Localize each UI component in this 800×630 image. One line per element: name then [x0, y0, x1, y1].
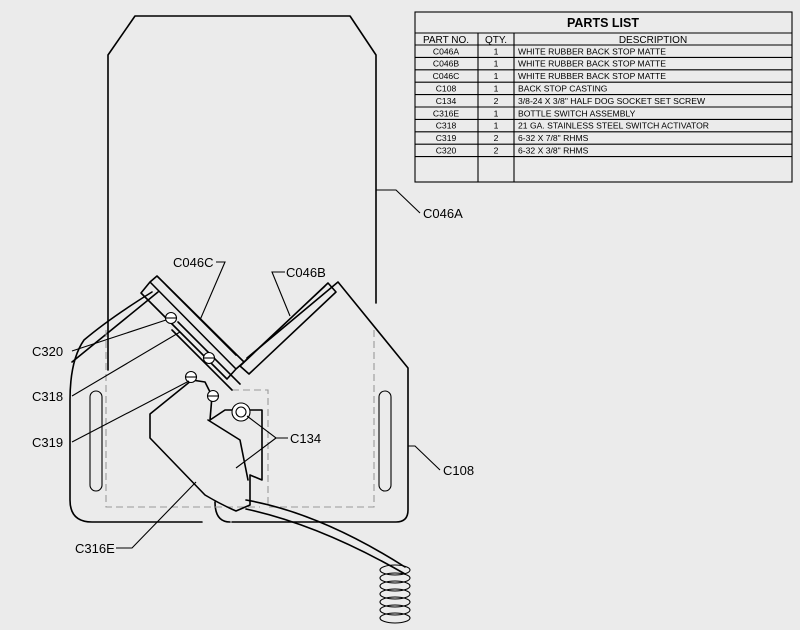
callout-c134: C134 [290, 431, 321, 446]
cell-description: 6-32 X 7/8" RHMS [518, 133, 589, 143]
cell-qty: 1 [494, 121, 499, 131]
leader-c046c [199, 261, 226, 321]
set-screw-c134 [231, 402, 251, 422]
screw-c320-upper [164, 311, 178, 325]
cell-part-no: C316E [433, 108, 460, 118]
casting-right-slot [378, 390, 392, 492]
rubber-block-right [239, 282, 337, 375]
cell-qty: 2 [494, 146, 499, 156]
callout-c046b: C046B [286, 265, 326, 280]
callout-c046a: C046A [423, 206, 463, 221]
parts-list-title: PARTS LIST [567, 16, 639, 30]
header-qty: QTY. [485, 35, 507, 46]
cell-qty: 1 [494, 84, 499, 94]
leader-c134 [235, 415, 288, 469]
rubber-block-left [140, 275, 245, 380]
cell-part-no: C319 [436, 133, 457, 143]
leader-c319 [71, 380, 190, 443]
cell-description: WHITE RUBBER BACK STOP MATTE [518, 71, 666, 81]
screw-c319-upper [184, 370, 198, 384]
leader-c320 [71, 319, 167, 352]
header-part-no: PART NO. [423, 35, 469, 46]
leader-c108 [408, 445, 441, 471]
back-stop-casting-outline [71, 281, 409, 523]
cell-description: 21 GA. STAINLESS STEEL SWITCH ACTIVATOR [518, 121, 709, 131]
back-stop-matte-outline [107, 15, 377, 371]
coil-cord [379, 564, 411, 624]
casting-left-bulb [69, 291, 203, 523]
leader-c046a [376, 189, 421, 214]
cell-part-no: C318 [436, 121, 457, 131]
leader-c046b [271, 271, 291, 317]
callout-c319: C319 [32, 435, 63, 450]
callout-c046c: C046C [173, 255, 213, 270]
cell-qty: 2 [494, 133, 499, 143]
cell-part-no: C046A [433, 46, 460, 56]
cell-qty: 1 [494, 71, 499, 81]
cell-description: BACK STOP CASTING [518, 84, 608, 94]
cell-qty: 1 [494, 46, 499, 56]
parts-list-table: PARTS LIST PART NO. QTY. DESCRIPTION C04… [414, 11, 793, 183]
cell-description: WHITE RUBBER BACK STOP MATTE [518, 46, 666, 56]
cell-description: 3/8-24 X 3/8" HALF DOG SOCKET SET SCREW [518, 96, 706, 106]
cell-qty: 1 [494, 59, 499, 69]
screw-c319-lower [206, 389, 220, 403]
cell-description: BOTTLE SWITCH ASSEMBLY [518, 108, 636, 118]
callout-c108: C108 [443, 463, 474, 478]
cell-description: WHITE RUBBER BACK STOP MATTE [518, 59, 666, 69]
cell-qty: 2 [494, 96, 499, 106]
switch-inner-plate [207, 419, 249, 481]
cell-qty: 1 [494, 108, 499, 118]
cell-part-no: C046C [433, 71, 460, 81]
header-description: DESCRIPTION [619, 35, 687, 46]
cell-part-no: C320 [436, 146, 457, 156]
screw-c320-lower [202, 351, 216, 365]
hidden-lines [105, 330, 375, 508]
leader-c318 [71, 331, 181, 397]
cell-part-no: C046B [433, 59, 460, 69]
callout-c320: C320 [32, 344, 63, 359]
leader-c316e [116, 481, 197, 549]
callout-c316e: C316E [75, 541, 115, 556]
casting-left-slot [89, 390, 103, 492]
bottle-switch-body [149, 379, 263, 512]
cell-part-no: C134 [436, 96, 457, 106]
cell-description: 6-32 X 3/8" RHMS [518, 146, 589, 156]
callout-c318: C318 [32, 389, 63, 404]
switch-cable [245, 499, 406, 575]
cell-part-no: C108 [436, 84, 457, 94]
